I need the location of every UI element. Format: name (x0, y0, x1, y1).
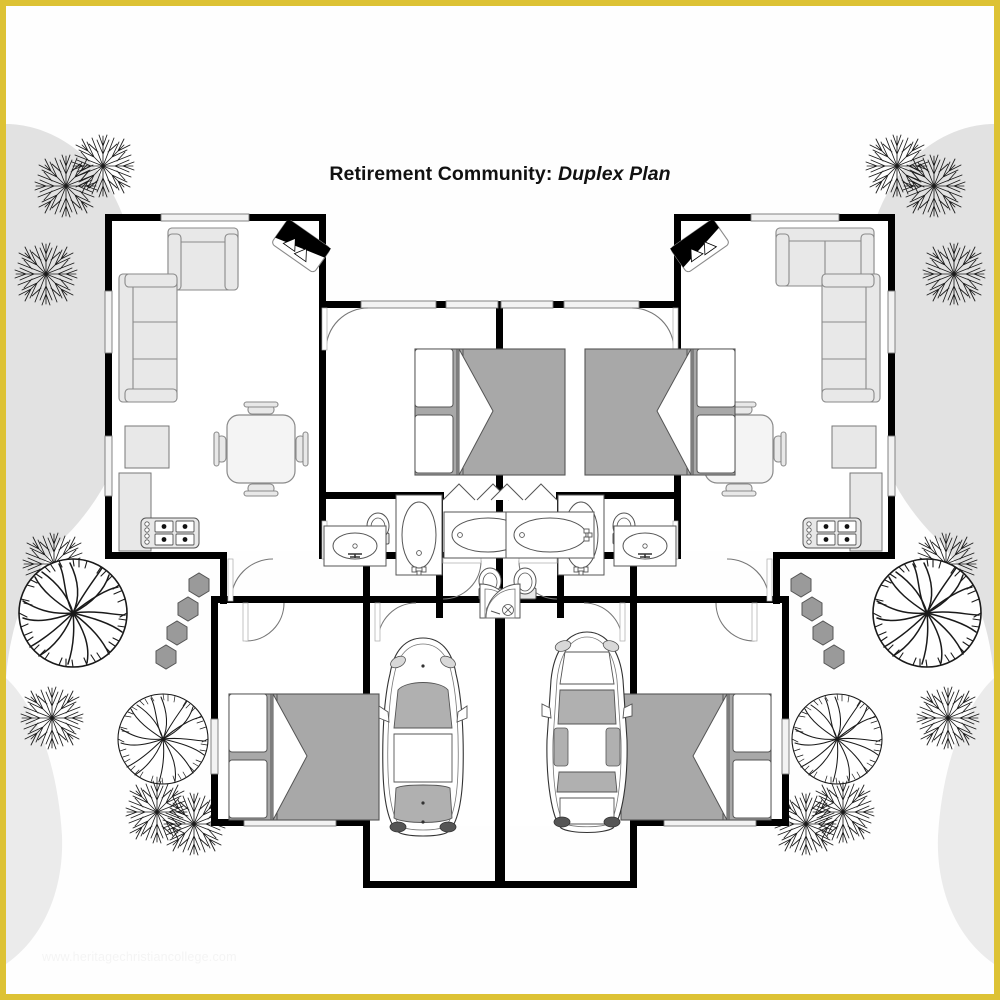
window (104, 435, 113, 497)
wall (773, 552, 780, 604)
window (445, 300, 499, 309)
wall (630, 596, 789, 603)
bathtub-icon (505, 511, 595, 559)
car-icon (541, 631, 633, 834)
wall (782, 596, 789, 826)
door-swing (245, 602, 285, 642)
watermark-text: www.heritagechristiancollege.com (42, 950, 237, 964)
wall (556, 492, 681, 499)
door-swing (442, 560, 482, 600)
stepping-stone (155, 644, 177, 670)
stepping-stone-path-left (155, 572, 210, 670)
tree-icon (18, 558, 128, 668)
unit-left-furniture (118, 218, 566, 837)
stepping-stone-path-right (790, 572, 845, 670)
wall (773, 552, 895, 559)
wall (105, 552, 227, 559)
wall (319, 308, 326, 498)
wall (498, 596, 505, 888)
range-icon (140, 517, 200, 549)
armchair-icon (821, 273, 881, 403)
wall (211, 596, 370, 603)
window (360, 300, 437, 309)
bed-icon (228, 693, 380, 821)
window (887, 435, 896, 497)
vanity-sink-icon (323, 525, 387, 567)
wall (630, 552, 637, 604)
stepping-stone (177, 596, 199, 622)
refrigerator-icon (831, 425, 877, 469)
window (104, 290, 113, 354)
wall (363, 819, 370, 888)
door-swing (726, 558, 770, 602)
window (750, 213, 840, 222)
window (500, 300, 554, 309)
wall (319, 492, 444, 499)
door-swing (230, 558, 274, 602)
window (210, 718, 219, 775)
wall (220, 552, 227, 604)
wall (211, 596, 218, 826)
stepping-stone (166, 620, 188, 646)
window (160, 213, 250, 222)
floor-plan-drawing (6, 124, 994, 964)
wall (674, 214, 681, 308)
stepping-stone (801, 596, 823, 622)
wall (498, 881, 637, 888)
window (887, 290, 896, 354)
range-icon (802, 517, 862, 549)
refrigerator-icon (124, 425, 170, 469)
wall (370, 596, 502, 603)
door-swing (715, 602, 755, 642)
unit-right-furniture (485, 218, 883, 834)
bed-icon (620, 693, 772, 821)
wall (105, 214, 112, 559)
sofa-icon (118, 273, 178, 403)
tree-icon (872, 558, 982, 668)
stepping-stone (823, 644, 845, 670)
wall (630, 819, 637, 888)
armchair-icon (167, 227, 239, 291)
wall (363, 552, 370, 604)
stepping-stone (812, 620, 834, 646)
wall (888, 214, 895, 559)
bed-icon (584, 348, 736, 476)
tree-icon (791, 693, 883, 785)
stepping-stone (188, 572, 210, 598)
wall (498, 596, 630, 603)
wall (363, 881, 502, 888)
car-icon (378, 637, 468, 837)
bed-icon (414, 348, 566, 476)
tree-icon (117, 693, 209, 785)
windows (104, 213, 896, 827)
window (563, 300, 640, 309)
vanity-sink-icon (613, 525, 677, 567)
stepping-stone (790, 572, 812, 598)
window (781, 718, 790, 775)
bathtub-icon (395, 494, 443, 576)
